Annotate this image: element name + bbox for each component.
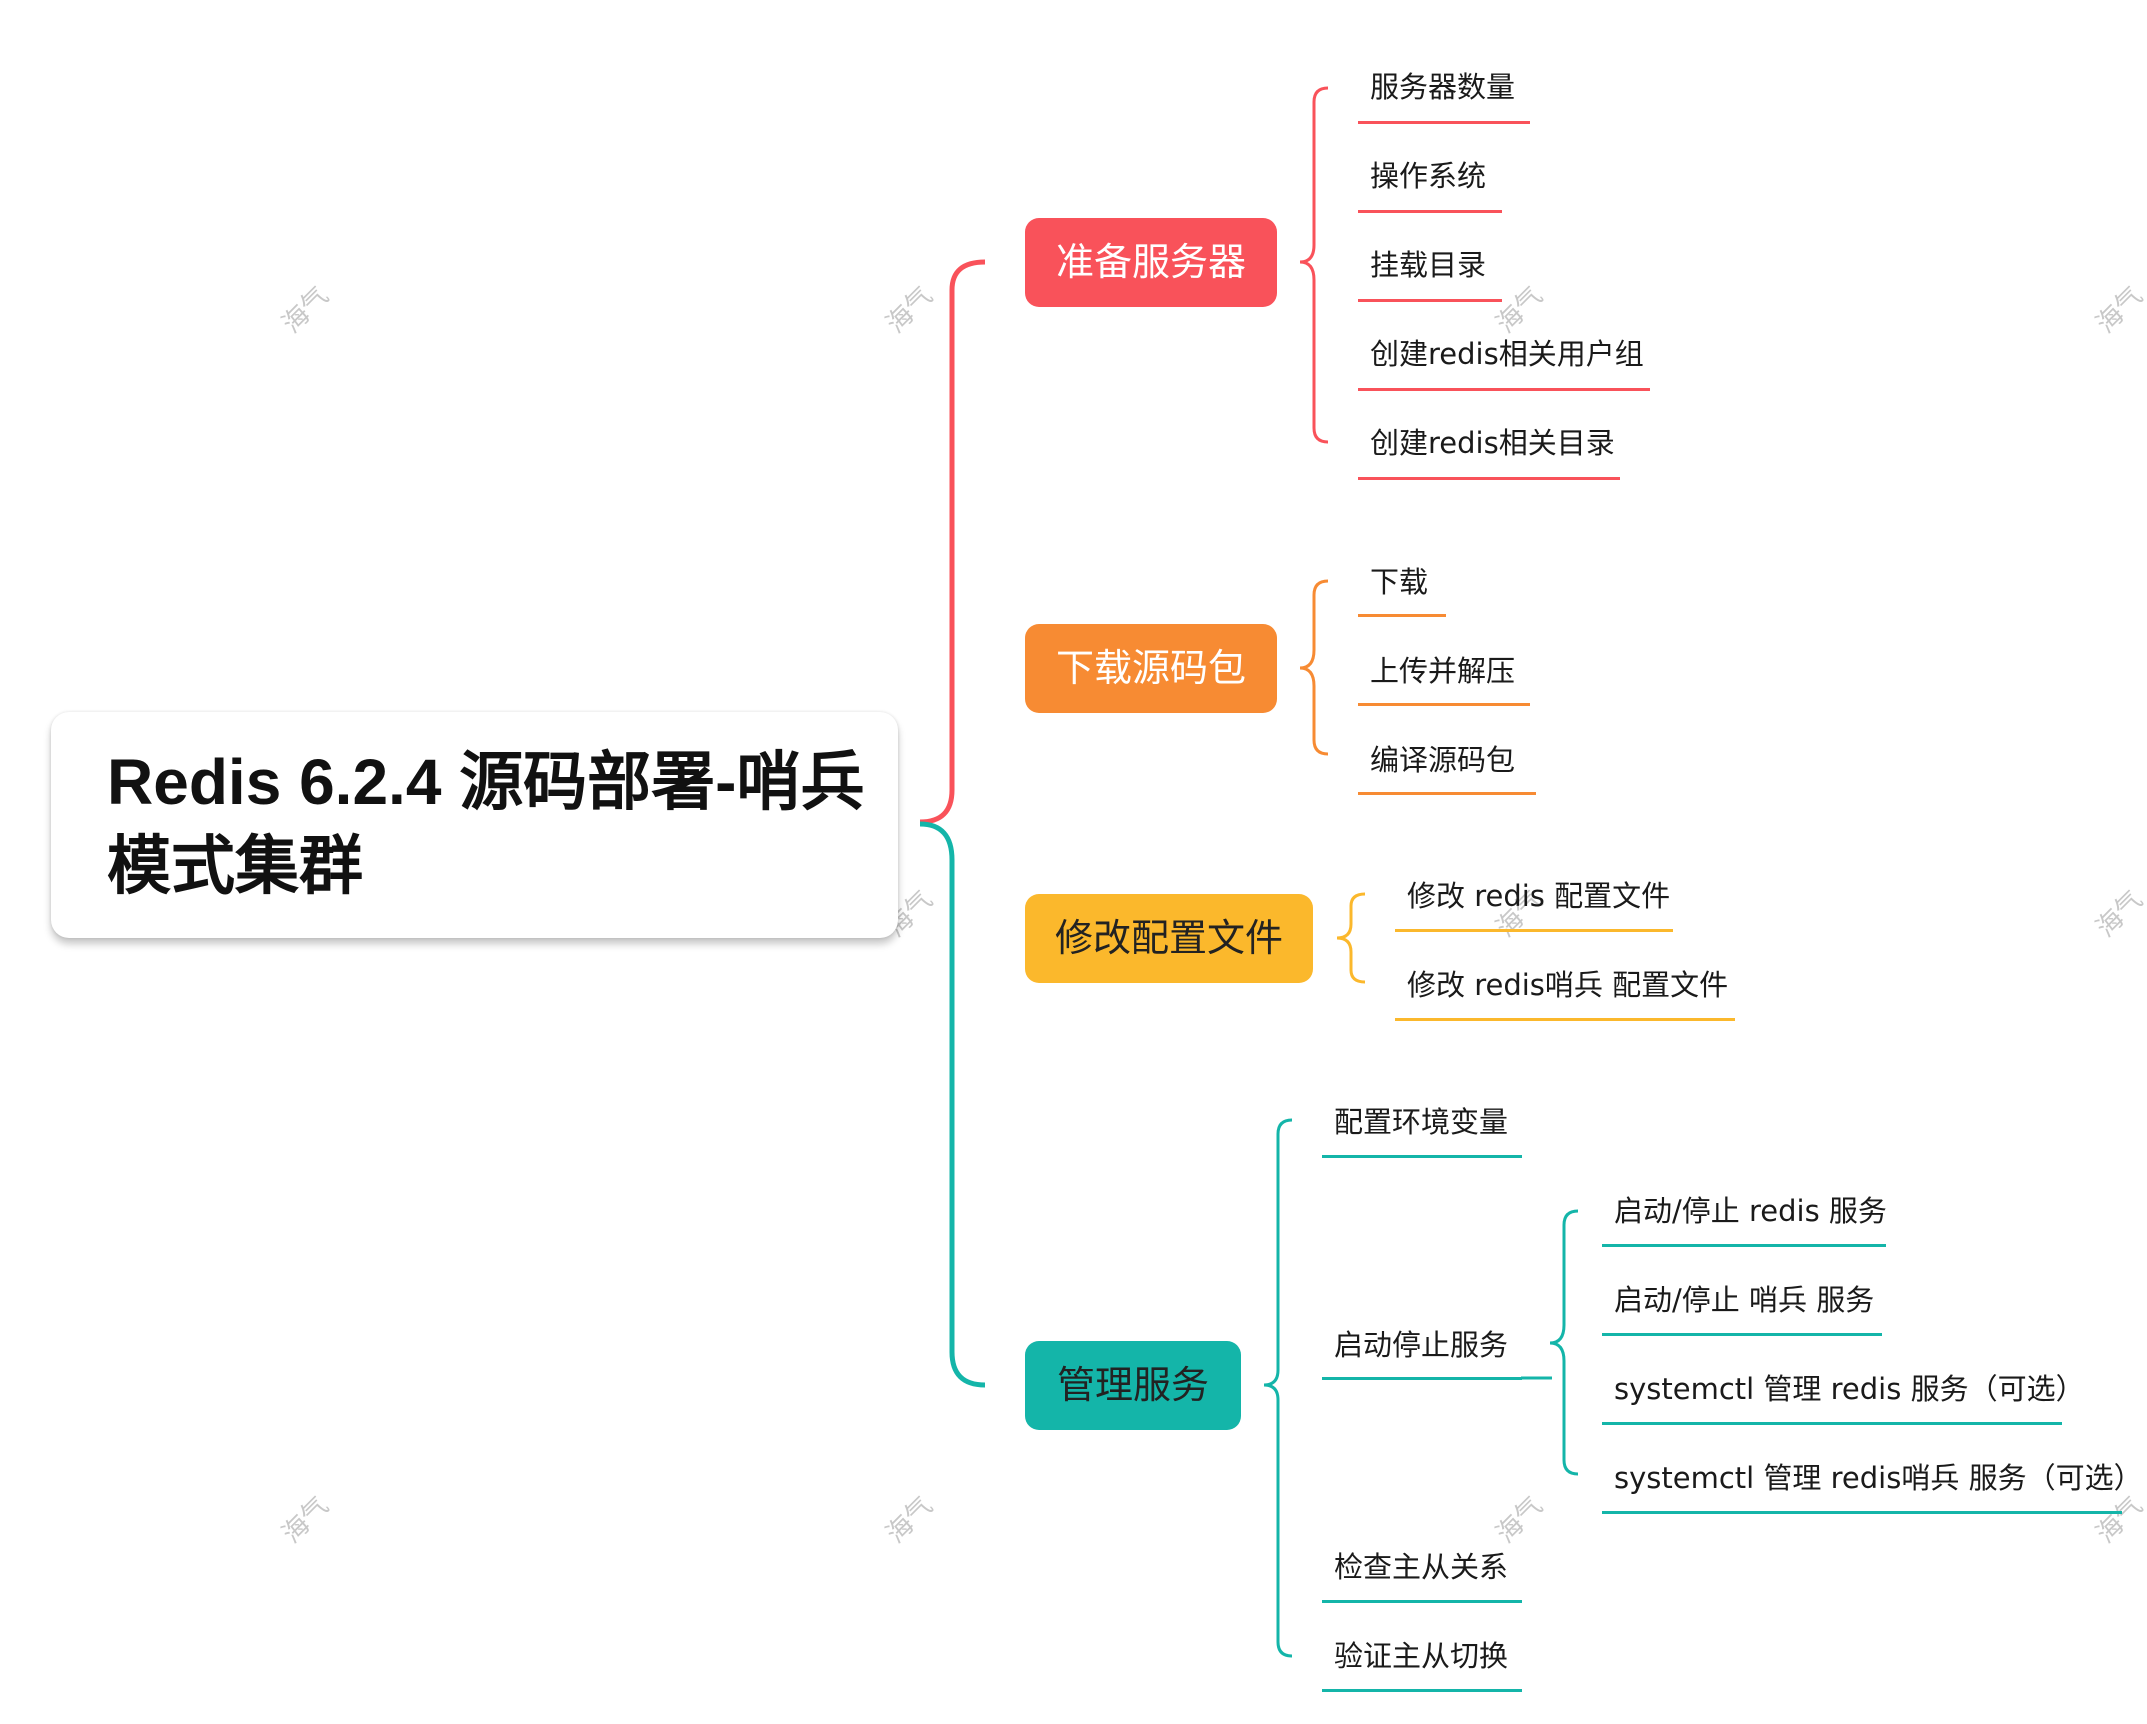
branch-download-source[interactable]: 下载源码包	[1025, 624, 1277, 713]
leaf-start-stop-redis[interactable]: 启动/停止 redis 服务	[1614, 1194, 1887, 1228]
leaf-download[interactable]: 下载	[1370, 565, 1429, 599]
leaf-underline	[1358, 388, 1650, 391]
leaf-start-stop-services[interactable]: 启动停止服务	[1334, 1328, 1509, 1362]
leaf-sentinel-config[interactable]: 修改 redis哨兵 配置文件	[1407, 968, 1729, 1002]
leaf-underline	[1358, 614, 1446, 617]
leaf-create-user-group[interactable]: 创建redis相关用户组	[1370, 337, 1644, 371]
leaf-underline	[1358, 299, 1502, 302]
trunk-upper	[919, 259, 986, 825]
leaf-start-stop-sentinel[interactable]: 启动/停止 哨兵 服务	[1614, 1283, 1875, 1317]
bracket-download	[1299, 579, 1329, 756]
leaf-verify-failover[interactable]: 验证主从切换	[1334, 1639, 1509, 1673]
root-node[interactable]: Redis 6.2.4 源码部署-哨兵模式集群	[51, 712, 898, 938]
leaf-redis-config[interactable]: 修改 redis 配置文件	[1407, 879, 1671, 913]
leaf-underline	[1395, 929, 1673, 932]
bracket-startstop	[1549, 1209, 1579, 1476]
branch-prepare-servers[interactable]: 准备服务器	[1025, 218, 1277, 307]
leaf-underline	[1358, 477, 1620, 480]
leaf-underline	[1602, 1244, 1886, 1247]
leaf-underline	[1395, 1018, 1735, 1021]
leaf-upload-extract[interactable]: 上传并解压	[1370, 654, 1516, 688]
branch-manage-services[interactable]: 管理服务	[1025, 1341, 1241, 1430]
leaf-systemctl-sentinel[interactable]: systemctl 管理 redis哨兵 服务（可选）	[1614, 1461, 2143, 1495]
leaf-server-count[interactable]: 服务器数量	[1370, 70, 1516, 104]
leaf-underline	[1602, 1422, 2062, 1425]
leaf-underline	[1322, 1377, 1522, 1380]
leaf-env-vars[interactable]: 配置环境变量	[1334, 1105, 1509, 1139]
leaf-create-dirs[interactable]: 创建redis相关目录	[1370, 426, 1615, 460]
leaf-check-replication[interactable]: 检查主从关系	[1334, 1550, 1509, 1584]
leaf-underline	[1358, 210, 1502, 213]
leaf-underline	[1358, 792, 1536, 795]
trunk-lower	[919, 821, 986, 1388]
root-title: Redis 6.2.4 源码部署-哨兵模式集群	[107, 746, 865, 902]
bracket-config	[1336, 892, 1366, 984]
bracket-manage	[1263, 1118, 1293, 1658]
leaf-underline	[1602, 1333, 1882, 1336]
leaf-os[interactable]: 操作系统	[1370, 159, 1487, 193]
leaf-underline	[1358, 121, 1530, 124]
leaf-compile[interactable]: 编译源码包	[1370, 743, 1516, 777]
branch-modify-config[interactable]: 修改配置文件	[1025, 894, 1313, 983]
leaf-mount-dir[interactable]: 挂载目录	[1370, 248, 1487, 282]
leaf-underline	[1322, 1155, 1522, 1158]
leaf-underline	[1602, 1511, 2122, 1514]
leaf-systemctl-redis[interactable]: systemctl 管理 redis 服务（可选）	[1614, 1372, 2085, 1406]
bracket-prepare	[1299, 86, 1329, 444]
leaf-underline	[1322, 1689, 1522, 1692]
leaf-underline	[1358, 703, 1530, 706]
leaf-underline	[1322, 1600, 1522, 1603]
